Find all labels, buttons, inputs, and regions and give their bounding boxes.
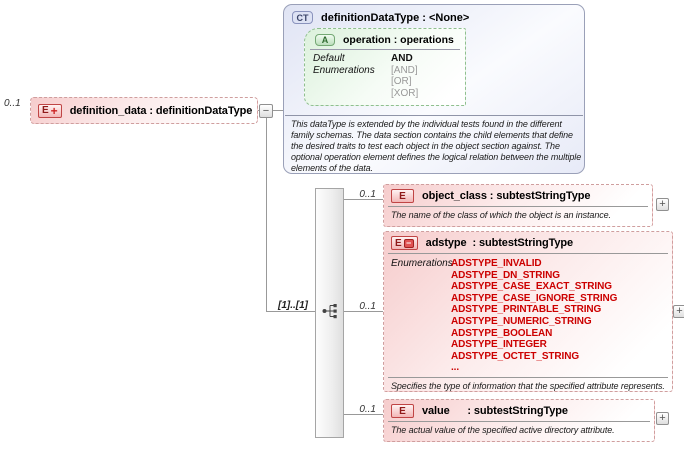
global-element-icon: E+ xyxy=(38,103,62,118)
element-label: value : subtestStringType xyxy=(422,405,568,417)
cardinality-label: 0..1 xyxy=(4,98,21,109)
element-label: adstype : subtestStringType xyxy=(425,237,574,249)
element-value[interactable]: E value : subtestStringType The actual v… xyxy=(383,399,655,442)
element-description: The name of the class of which the objec… xyxy=(391,210,611,220)
enum-value: ADSTYPE_INVALID xyxy=(451,258,542,269)
enum-value: ADSTYPE_BOOLEAN xyxy=(451,327,553,339)
complex-type-title: definitionDataType : <None> xyxy=(321,11,470,24)
divider xyxy=(285,115,583,116)
connector-line xyxy=(344,414,383,415)
complex-type-definitionDataType[interactable]: CT definitionDataType : <None> A operati… xyxy=(283,4,585,174)
element-label: definition_data : definitionDataType xyxy=(69,104,253,117)
expand-toggle[interactable]: + xyxy=(673,305,684,318)
enum-value: ADSTYPE_OCTET_STRING xyxy=(451,350,580,362)
expand-toggle[interactable]: + xyxy=(656,198,669,211)
element-adstype[interactable]: E− adstype : subtestStringType Enumerati… xyxy=(383,231,673,392)
default-value: AND xyxy=(391,53,413,64)
attribute-title: operation : operations xyxy=(343,34,454,46)
element-description: Specifies the type of information that t… xyxy=(391,380,665,391)
divider xyxy=(388,421,650,422)
cardinality-label: 0..1 xyxy=(359,404,376,415)
enum-value: ADSTYPE_CASE_EXACT_STRING xyxy=(451,281,612,293)
minus-chip-glyph: − xyxy=(403,238,414,248)
default-label: Default xyxy=(313,53,345,64)
enum-value: ADSTYPE_INTEGER xyxy=(451,339,547,351)
enumerations-label: Enumerations xyxy=(391,258,453,269)
enum-value: [XOR] xyxy=(391,87,419,99)
plus-glyph: + xyxy=(50,103,58,118)
element-icon: E xyxy=(391,189,414,203)
element-with-enumeration-icon: E− xyxy=(391,236,418,250)
connector-line xyxy=(344,199,383,200)
element-icon: E xyxy=(391,404,414,418)
connector-line xyxy=(266,311,315,312)
enum-value: ADSTYPE_NUMERIC_STRING xyxy=(451,315,592,327)
divider xyxy=(388,206,648,207)
complex-type-description: This dataType is extended by the individ… xyxy=(291,119,582,173)
enum-value: ADSTYPE_PRINTABLE_STRING xyxy=(451,304,602,316)
divider xyxy=(388,253,668,254)
enum-value: [OR] xyxy=(391,76,412,88)
sequence-icon xyxy=(322,304,337,319)
collapse-toggle[interactable]: − xyxy=(259,104,273,118)
complex-type-icon: CT xyxy=(292,11,313,24)
expand-toggle[interactable]: + xyxy=(656,412,669,425)
connector-line xyxy=(344,311,383,312)
element-object-class[interactable]: E object_class : subtestStringType The n… xyxy=(383,184,653,227)
element-description: The actual value of the specified active… xyxy=(391,425,615,435)
element-definition-data[interactable]: E+ definition_data : definitionDataType xyxy=(30,97,258,124)
divider xyxy=(388,376,668,378)
enum-value: ... xyxy=(451,362,460,374)
cardinality-label: 0..1 xyxy=(359,189,376,200)
sequence-cardinality-label: [1]..[1] xyxy=(278,300,308,311)
enumerations-label: Enumerations xyxy=(313,64,375,76)
cardinality-label: 0..1 xyxy=(359,301,376,312)
attribute-icon: A xyxy=(315,34,335,46)
enum-value: ADSTYPE_DN_STRING xyxy=(451,269,560,281)
enumeration-values: [AND][OR][XOR] xyxy=(391,65,418,100)
enum-value: ADSTYPE_CASE_IGNORE_STRING xyxy=(451,292,618,304)
attribute-operation[interactable]: A operation : operations Default AND Enu… xyxy=(304,28,466,106)
divider xyxy=(310,49,460,50)
enum-value: [AND] xyxy=(391,64,418,76)
connector-line xyxy=(266,117,267,311)
element-label: object_class : subtestStringType xyxy=(422,190,591,202)
